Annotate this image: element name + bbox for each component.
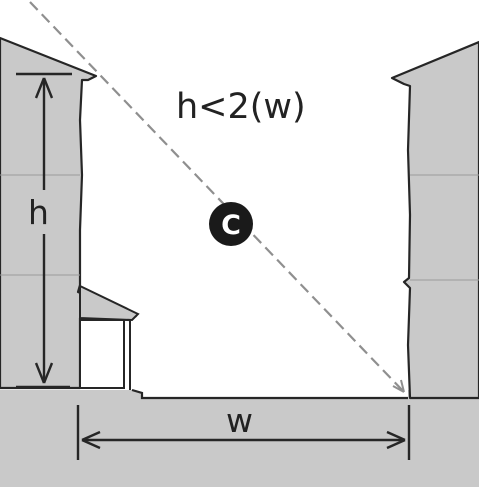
porch-opening [79, 319, 125, 389]
street-surface [131, 388, 408, 400]
sight-line [29, 1, 405, 393]
height-arrow-bottom [34, 362, 54, 384]
height-dimension: h [16, 72, 72, 389]
height-label-bg [24, 190, 62, 234]
porch [79, 284, 140, 390]
width-label: w [226, 401, 253, 440]
c-badge: C [209, 202, 253, 246]
porch-roof [79, 284, 140, 322]
height-arrow-top [34, 77, 54, 99]
right-building [390, 40, 479, 400]
width-arrow-left [81, 430, 101, 450]
sight-line-arrowhead [392, 379, 405, 393]
width-arrow-right [386, 430, 406, 450]
formula-label: h<2(w) [176, 87, 306, 127]
c-badge-circle [209, 202, 253, 246]
height-label: h [28, 193, 49, 232]
width-label-bg [220, 407, 268, 435]
c-badge-letter: C [221, 210, 241, 241]
width-dimension: w [76, 401, 411, 460]
